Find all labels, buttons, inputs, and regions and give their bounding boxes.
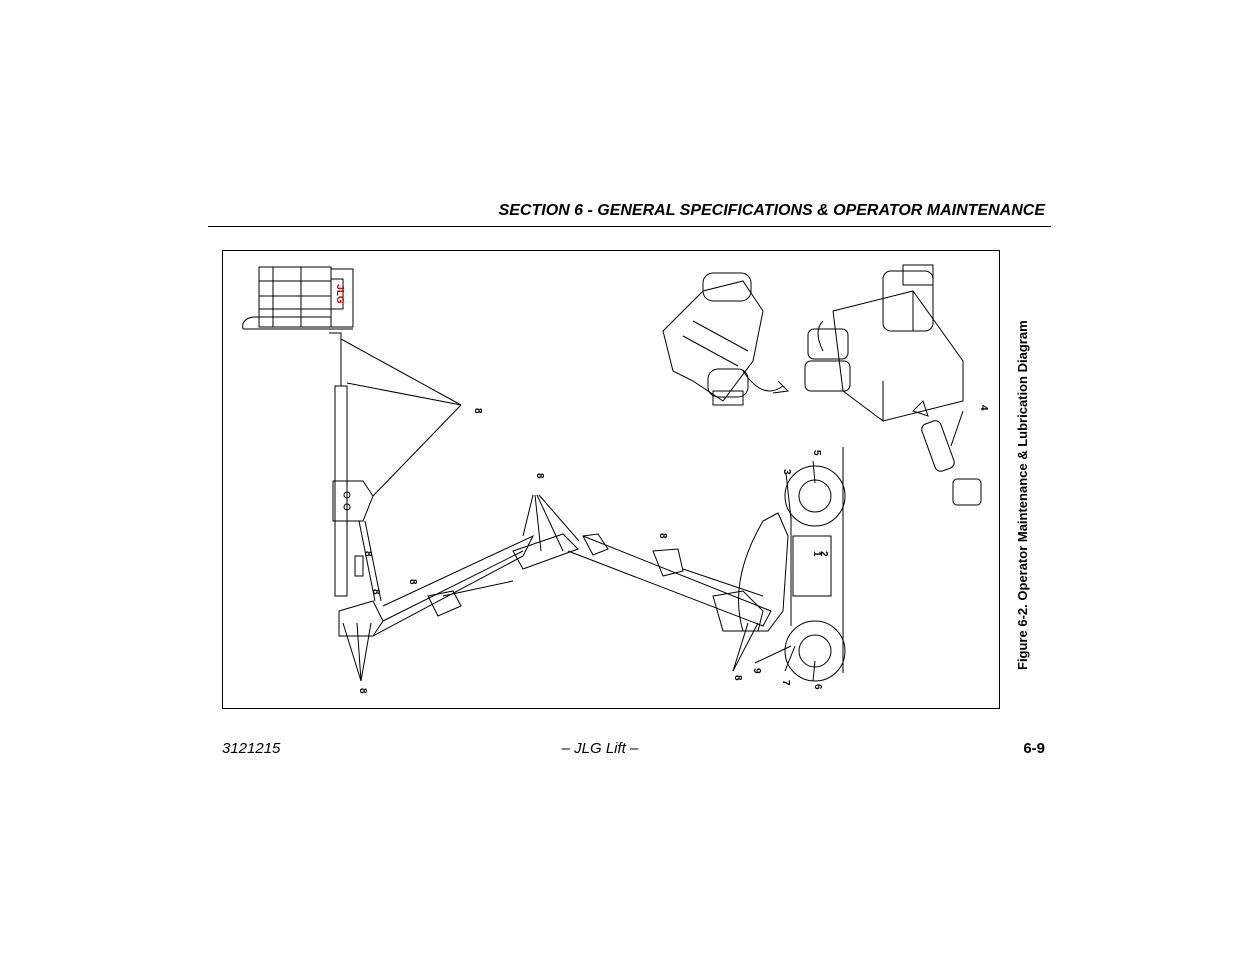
lower-boom bbox=[338, 533, 772, 637]
callout-label: 4 bbox=[978, 405, 989, 411]
page-number: 6-9 bbox=[1023, 740, 1045, 757]
callout-label: 2 bbox=[818, 551, 829, 557]
callout-label: 8 bbox=[407, 579, 418, 585]
header-divider bbox=[208, 226, 1051, 227]
platform-basket bbox=[242, 266, 354, 330]
callout-label: 8 bbox=[657, 533, 668, 539]
callout-label: 8 bbox=[472, 408, 483, 414]
callout-label: 8 bbox=[534, 473, 545, 479]
callout-label: 7 bbox=[780, 680, 791, 686]
footer-product-name: – JLG Lift – bbox=[561, 740, 639, 757]
callout-label: 8 bbox=[362, 551, 373, 557]
callout-label: 1 bbox=[811, 551, 822, 557]
document-number: 3121215 bbox=[222, 740, 281, 757]
callouts: 8 8 8 8 8 8 8 8 3 5 1 2 4 6 7 9 bbox=[357, 405, 989, 694]
machine-base bbox=[738, 447, 846, 682]
hydraulic-block-inset bbox=[804, 264, 982, 506]
chassis-inset bbox=[662, 272, 790, 406]
upper-boom bbox=[329, 332, 382, 602]
callout-label: 8 bbox=[370, 589, 381, 595]
leader-lines bbox=[340, 338, 964, 682]
callout-label: 8 bbox=[357, 688, 368, 694]
section-title: SECTION 6 - GENERAL SPECIFICATIONS & OPE… bbox=[498, 202, 1045, 219]
callout-label: 6 bbox=[812, 684, 823, 690]
callout-label: 8 bbox=[732, 675, 743, 681]
figure-frame: JLG 8 8 8 8 8 8 8 8 3 5 1 2 4 6 7 9 bbox=[222, 250, 1000, 709]
callout-label: 9 bbox=[751, 668, 762, 674]
callout-label: 3 bbox=[781, 469, 792, 475]
figure-caption: Figure 6-2. Operator Maintenance & Lubri… bbox=[1015, 320, 1030, 670]
callout-label: 5 bbox=[811, 450, 822, 456]
lubrication-diagram: JLG 8 8 8 8 8 8 8 8 3 5 1 2 4 6 7 9 bbox=[242, 264, 989, 694]
jlg-logo: JLG bbox=[334, 284, 345, 304]
